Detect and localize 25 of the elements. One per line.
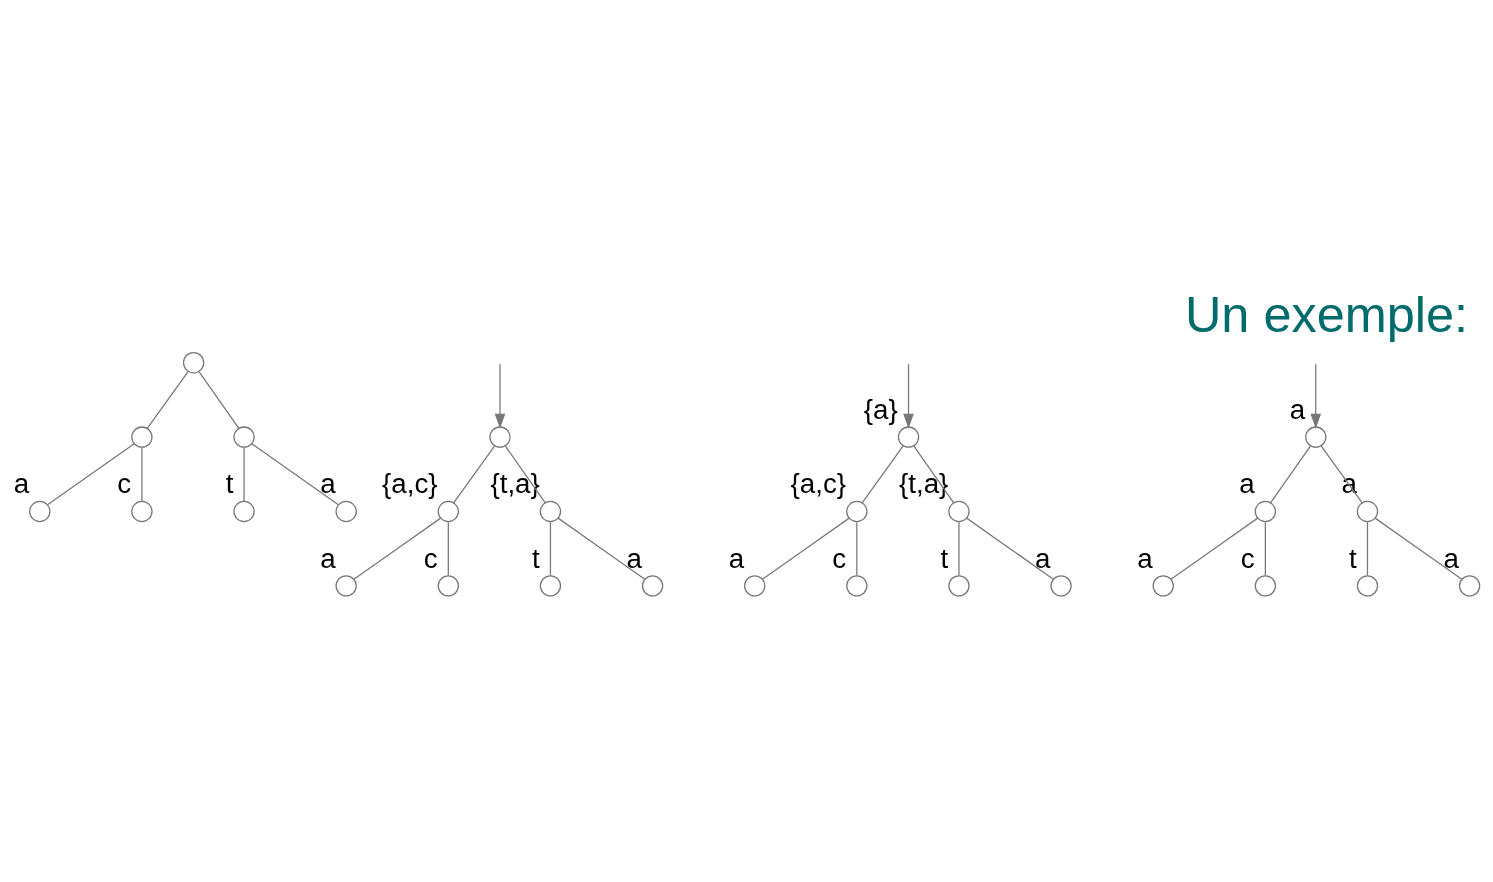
node-label: c: [1240, 542, 1255, 574]
diagram-title: Un exemple:: [1184, 285, 1469, 343]
node-label: c: [832, 542, 847, 574]
node-label: a: [1289, 393, 1306, 425]
node-label: t: [1349, 542, 1357, 574]
node-label: a: [1035, 542, 1051, 574]
node-label: c: [423, 542, 438, 574]
node-label: {t,a}: [490, 467, 540, 499]
node-label: a: [1137, 542, 1153, 574]
node-label: a: [1341, 467, 1357, 499]
node-label: a: [320, 542, 336, 574]
node-label: a: [1239, 467, 1255, 499]
node-label: a: [320, 467, 336, 499]
node-label: a: [728, 542, 745, 574]
node-label: {a,c}: [790, 467, 847, 499]
node-label: c: [117, 467, 132, 499]
node-label: a: [13, 467, 30, 499]
node-label: {t,a}: [898, 467, 949, 499]
node-label: t: [532, 542, 540, 574]
node-label: t: [225, 467, 234, 499]
node-label: t: [940, 542, 949, 574]
node-label: {a,c}: [382, 467, 438, 499]
node-label: a: [626, 542, 642, 574]
node-label: {a}: [863, 393, 898, 425]
node-label: a: [1443, 542, 1460, 574]
